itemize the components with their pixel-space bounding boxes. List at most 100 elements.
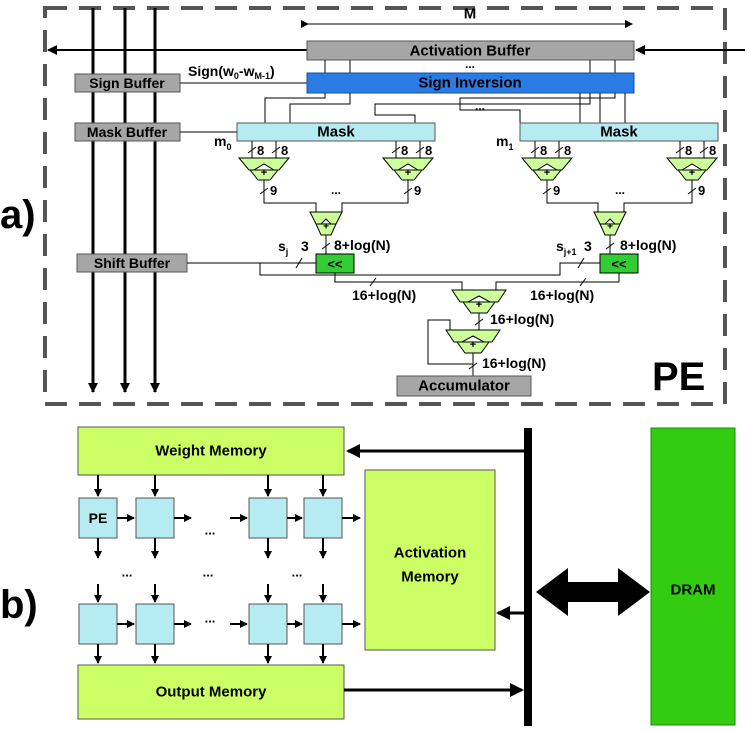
mask-buffer-label: Mask Buffer bbox=[87, 124, 168, 140]
svg-text:8: 8 bbox=[709, 143, 716, 158]
adder-accumulate: + bbox=[427, 319, 501, 376]
ellipsis-mid-3: ... bbox=[292, 565, 303, 580]
w-16logn-left: 16+log(N) bbox=[352, 287, 416, 303]
panel-a-label: a) bbox=[0, 193, 36, 237]
shifter-left-label: << bbox=[327, 257, 343, 272]
act-to-sign-lines bbox=[324, 60, 616, 73]
shift-buffer-label: Shift Buffer bbox=[94, 255, 171, 271]
pe-cell bbox=[78, 497, 118, 539]
output-memory-block bbox=[77, 664, 345, 720]
adder-1b: 8 8 + 9 bbox=[381, 141, 435, 200]
svg-text:8: 8 bbox=[257, 143, 264, 158]
w-8logn-right: 8+log(N) bbox=[620, 237, 676, 253]
adder-1c: 8 8 + 9 bbox=[520, 141, 574, 200]
mask-label-1: Mask bbox=[600, 124, 638, 141]
m0-label: m0 bbox=[214, 133, 231, 152]
ellipsis-mid-1: ... bbox=[122, 565, 133, 580]
shifter-right-label: << bbox=[611, 257, 627, 272]
sj1-label: sj+1 bbox=[556, 238, 577, 257]
sign-buffer-label: Sign Buffer bbox=[89, 75, 165, 91]
svg-text:9: 9 bbox=[414, 183, 421, 198]
svg-text:+: + bbox=[476, 299, 482, 311]
system-bus bbox=[524, 428, 532, 726]
panel-b-label: b) bbox=[0, 583, 38, 627]
pe-label: PE bbox=[652, 355, 705, 399]
w-16logn-mid: 16+log(N) bbox=[490, 311, 554, 327]
svg-text:8: 8 bbox=[281, 143, 288, 158]
shift-wire-right bbox=[259, 262, 600, 276]
adder-level3: + bbox=[451, 289, 507, 330]
pe-dashed-boundary bbox=[43, 6, 727, 406]
svg-text:+: + bbox=[405, 167, 411, 179]
pe-grid: PE ... ... ... ... bbox=[78, 475, 361, 664]
dram-label: DRAM bbox=[671, 582, 716, 599]
svg-text:9: 9 bbox=[270, 183, 277, 198]
sign-inversion-label: Sign Inversion bbox=[418, 75, 521, 92]
svg-text:+: + bbox=[323, 222, 329, 233]
adder-1d: 8 8 + 9 bbox=[665, 141, 719, 200]
mask-label-0: Mask bbox=[317, 124, 355, 141]
svg-text:+: + bbox=[607, 222, 613, 233]
m1-label: m1 bbox=[496, 133, 513, 152]
pe-cell bbox=[135, 497, 175, 539]
pe-cell bbox=[135, 603, 175, 645]
svg-text:9: 9 bbox=[553, 183, 560, 198]
ellipsis-add-a: ... bbox=[331, 183, 341, 197]
part-a-pe-diagram: a) PE M Activation Buffer ... Sign Buffe… bbox=[0, 6, 745, 406]
pe-cell bbox=[303, 603, 343, 645]
level1-to-level2-wires bbox=[263, 200, 693, 212]
ellipsis-act: ... bbox=[465, 57, 475, 71]
adder-level2-left: + bbox=[309, 211, 343, 254]
ellipsis-mid-2: ... bbox=[203, 565, 214, 580]
w-16logn-bottom: 16+log(N) bbox=[482, 355, 546, 371]
pe-cell bbox=[248, 497, 288, 539]
activation-memory-label-1: Activation bbox=[394, 545, 467, 562]
mask-block-1 bbox=[519, 122, 719, 142]
sj-label: sj bbox=[278, 238, 288, 257]
accumulator-label: Accumulator bbox=[418, 378, 510, 395]
inversion-to-mask-wires bbox=[264, 93, 626, 123]
activation-buffer-block bbox=[306, 40, 635, 61]
pe-cell bbox=[248, 603, 288, 645]
bus-dram-double-arrow bbox=[536, 568, 650, 616]
adder-level2-right: + bbox=[593, 211, 627, 254]
pe-row-top: PE ... bbox=[78, 475, 361, 559]
ellipsis-row-bottom: ... bbox=[205, 611, 216, 626]
sign-inversion-block bbox=[306, 72, 635, 94]
part-b-system-diagram: b) Weight Memory Activation Memory Outpu… bbox=[0, 426, 736, 726]
svg-text:8: 8 bbox=[685, 143, 692, 158]
adder-1a: 8 8 + 9 bbox=[237, 141, 291, 200]
svg-text:+: + bbox=[689, 167, 695, 179]
three-left: 3 bbox=[301, 238, 309, 254]
ellipsis-add-b: ... bbox=[615, 183, 625, 197]
shifter-right-to-adder3 bbox=[495, 273, 620, 290]
activation-buffer-label: Activation Buffer bbox=[410, 43, 531, 60]
output-memory-label: Output Memory bbox=[156, 684, 267, 701]
svg-text:8: 8 bbox=[540, 143, 547, 158]
weight-memory-block bbox=[77, 426, 345, 476]
svg-text:+: + bbox=[544, 167, 550, 179]
svg-text:8: 8 bbox=[564, 143, 571, 158]
svg-text:+: + bbox=[261, 167, 267, 179]
shifter-left-to-adder3 bbox=[334, 273, 463, 290]
sign-weights-label: Sign(w0-wM-1) bbox=[188, 63, 275, 81]
mask-block-0 bbox=[236, 122, 436, 142]
adder-level1: 8 8 + 9 8 8 + 9 bbox=[237, 141, 719, 200]
svg-text:9: 9 bbox=[698, 183, 705, 198]
svg-text:8: 8 bbox=[425, 143, 432, 158]
w-16logn-right: 16+log(N) bbox=[530, 287, 594, 303]
m-width-label: M bbox=[464, 6, 477, 23]
three-right: 3 bbox=[584, 238, 592, 254]
ellipsis-inv: ... bbox=[475, 99, 485, 113]
activation-memory-block bbox=[364, 469, 496, 651]
dram-block bbox=[650, 427, 736, 726]
pe-row-bottom: ... bbox=[78, 584, 361, 664]
svg-text:8: 8 bbox=[401, 143, 408, 158]
svg-text:+: + bbox=[470, 339, 476, 351]
accumulator-block bbox=[396, 375, 532, 397]
ellipsis-row-top: ... bbox=[205, 523, 216, 538]
weight-memory-label: Weight Memory bbox=[155, 443, 267, 460]
pe-cell bbox=[78, 603, 118, 645]
pe-cell bbox=[303, 497, 343, 539]
